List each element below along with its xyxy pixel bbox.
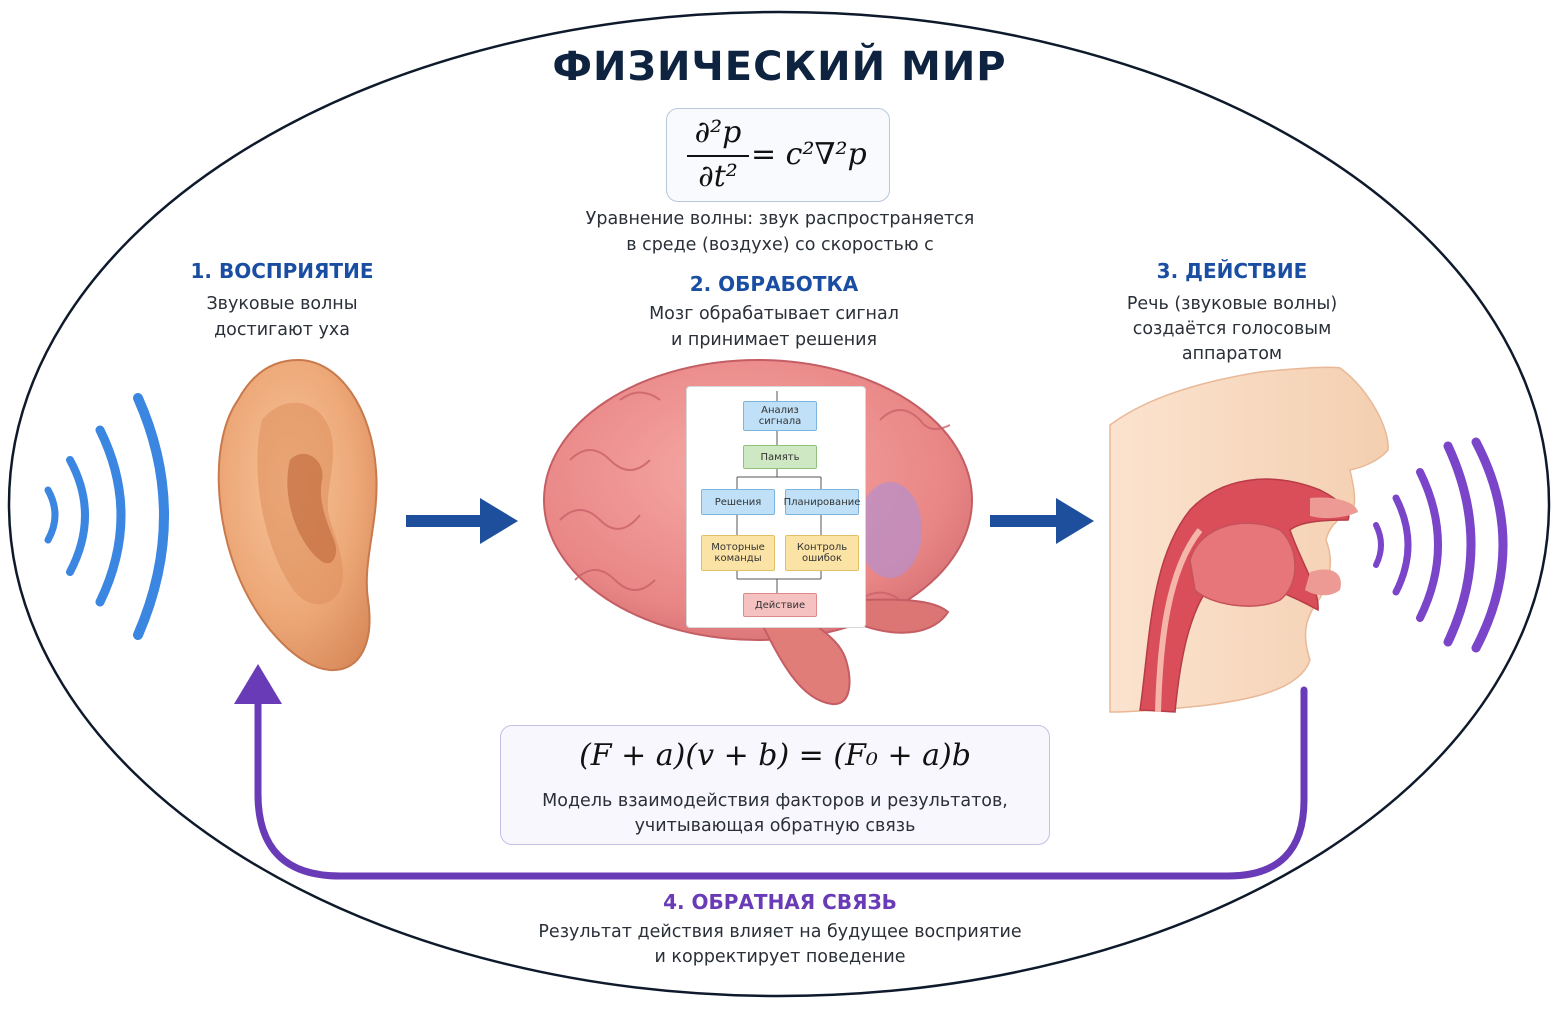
flowchart-connectors [736, 391, 822, 593]
step-feedback-heading: 4. ОБРАТНАЯ СВЯЗЬ [663, 890, 897, 914]
feedback-arrow-icon [254, 686, 1308, 880]
wave-equation-caption-line1: Уравнение волны: звук распространяется [585, 209, 975, 229]
model-equation-box: (F + a)(v + b) = (F₀ + a)b Модель взаимо… [500, 725, 1050, 845]
step-action-line3: аппаратом [1181, 344, 1283, 364]
step-feedback-line1: Результат действия влияет на будущее вос… [538, 922, 1022, 942]
ear-illustration [217, 358, 378, 672]
world-ellipse [7, 10, 1551, 998]
model-equation-caption-line2: учитывающая обратную связь [634, 816, 916, 836]
flow-node-planning: Планирование [784, 489, 860, 515]
step-perception-heading: 1. ВОСПРИЯТИЕ [190, 259, 374, 283]
arrow-right-icon [406, 498, 518, 544]
step-perception-line1: Звуковые волны [206, 294, 358, 314]
step-action-line1: Речь (звуковые волны) [1126, 294, 1338, 314]
flow-node-decisions: Решения [701, 489, 775, 515]
fraction-bar [687, 155, 749, 157]
model-equation-formula: (F + a)(v + b) = (F₀ + a)b [579, 738, 971, 773]
processing-flowchart: Анализ сигнала Память Решения Планирован… [686, 386, 866, 628]
outgoing-sound-waves-icon [1373, 437, 1508, 653]
step-action-line2: создаётся голосовым [1132, 319, 1332, 339]
step-processing-line2: и принимает решения [670, 330, 878, 350]
flow-node-motor: Моторные команды [701, 535, 775, 571]
arrow-right-icon [990, 498, 1094, 544]
page-title: ФИЗИЧЕСКИЙ МИР [552, 44, 1007, 90]
step-processing-line1: Мозг обрабатывает сигнал [649, 304, 899, 324]
incoming-sound-waves-icon [44, 393, 169, 640]
flow-node-memory: Память [743, 445, 817, 469]
wave-equation-box: ∂²p ∂t² = c²∇²p [666, 108, 890, 202]
flow-node-analysis: Анализ сигнала [743, 401, 817, 431]
step-perception-line2: достигают уха [214, 320, 350, 340]
wave-equation-numerator: ∂²p [694, 115, 742, 150]
flow-node-action: Действие [743, 593, 817, 617]
wave-equation-rhs: = c²∇²p [751, 137, 867, 172]
wave-equation-caption-line2: в среде (воздухе) со скоростью с [626, 235, 934, 255]
wave-equation-denominator: ∂t² [698, 159, 738, 194]
model-equation-caption-line1: Модель взаимодействия факторов и результ… [542, 791, 1008, 811]
vocal-tract-illustration [1109, 366, 1389, 713]
flow-node-error-control: Контроль ошибок [785, 535, 859, 571]
feedback-arrowhead-icon [234, 664, 282, 704]
step-processing-heading: 2. ОБРАБОТКА [689, 272, 859, 296]
step-feedback-line2: и корректирует поведение [654, 947, 906, 967]
step-action-heading: 3. ДЕЙСТВИЕ [1156, 259, 1308, 283]
